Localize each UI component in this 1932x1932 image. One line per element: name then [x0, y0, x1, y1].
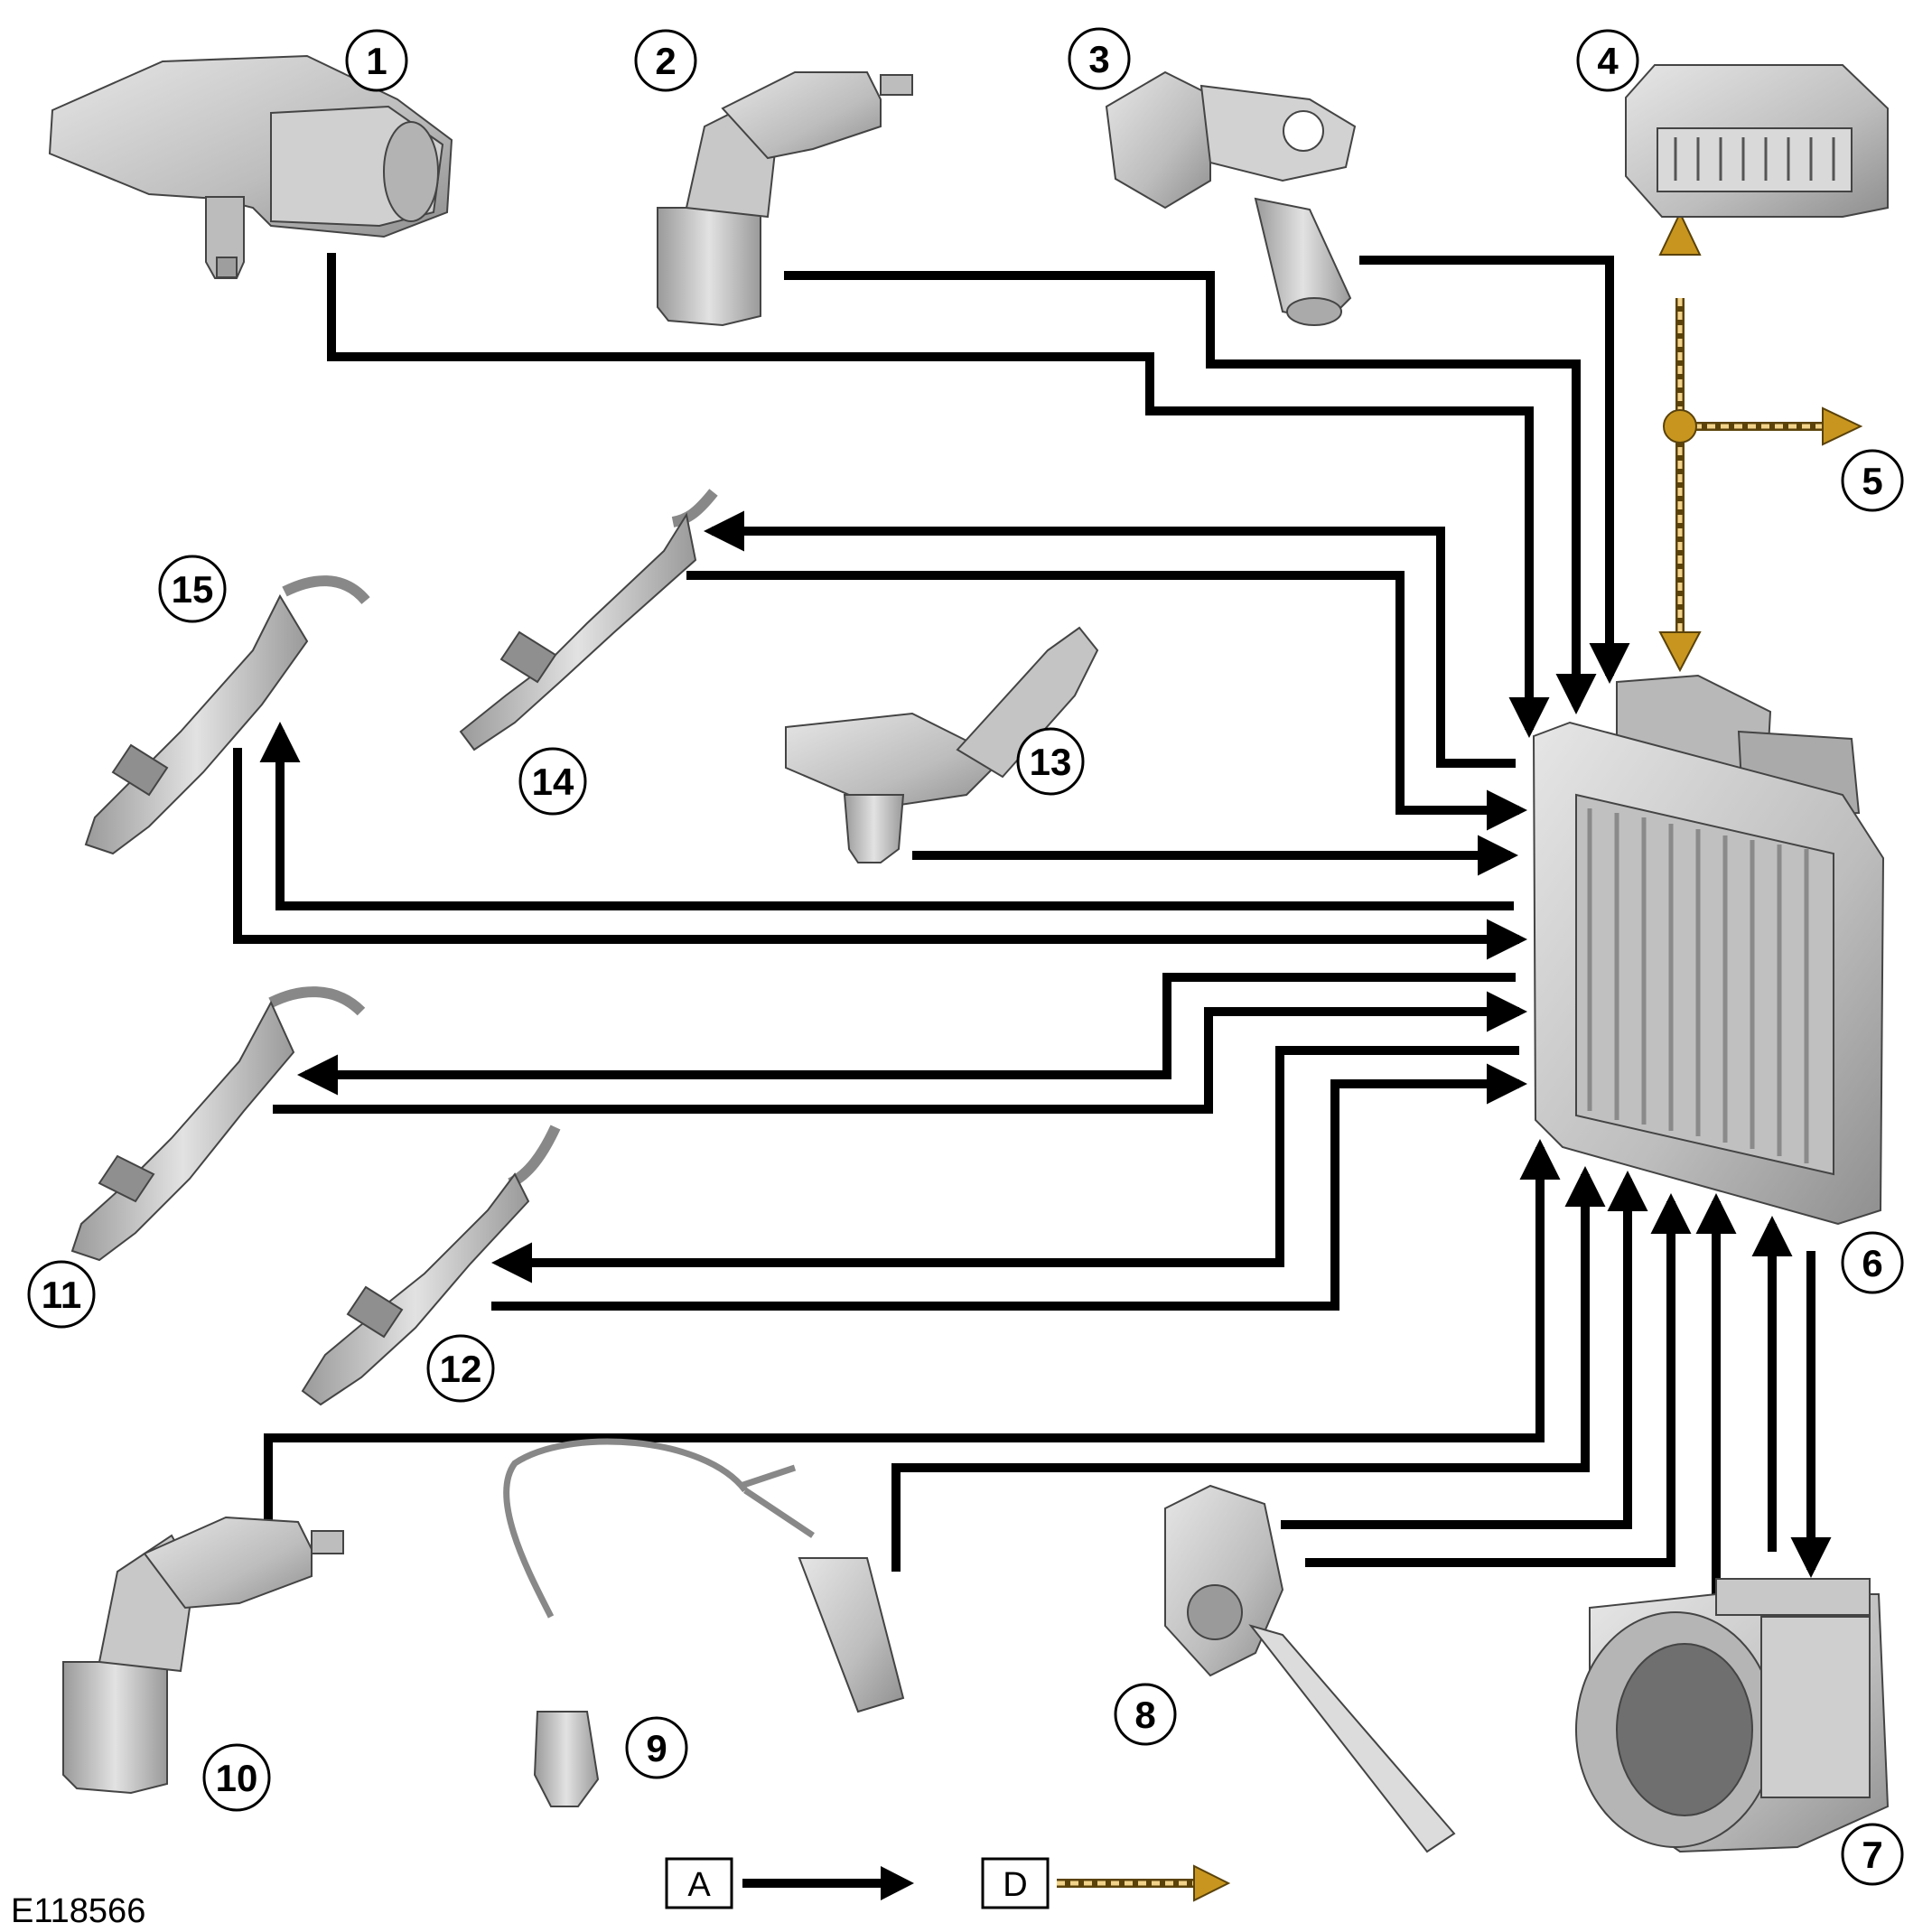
bus-junction [1663, 409, 1697, 443]
component-1-pressure-sensor [48, 54, 453, 279]
callout-2-label: 2 [655, 40, 676, 82]
data-bus [1658, 210, 1863, 673]
wire-ecm-to-12 [491, 1046, 1519, 1283]
callout-6-label: 6 [1862, 1242, 1882, 1284]
component-13-map-sensor [785, 626, 1099, 863]
component-12-oxygen-sensor [301, 1125, 561, 1406]
legend: A D [665, 1857, 1231, 1909]
wire-8b-to-ecm [1305, 1193, 1692, 1567]
wire-14-to-ecm [686, 571, 1527, 831]
callout-9-label: 9 [646, 1727, 667, 1769]
wire-9-to-ecm [891, 1166, 1606, 1572]
wire-10-to-ecm [264, 1139, 1561, 1530]
wire-15-to-ecm [233, 748, 1527, 960]
callout-15: 15 [158, 555, 227, 623]
component-8-accelerator-pedal [1164, 1484, 1456, 1853]
wire-3-to-ecm [1359, 256, 1630, 684]
legend-item-a: A [665, 1857, 914, 1909]
callout-1: 1 [345, 29, 408, 92]
callout-10-label: 10 [216, 1757, 258, 1799]
callout-13: 13 [1016, 727, 1085, 796]
component-7-throttle-body [1575, 1578, 1890, 1853]
callout-15-label: 15 [172, 568, 214, 611]
callout-8-label: 8 [1134, 1694, 1155, 1736]
wire-1-to-ecm [327, 253, 1550, 738]
component-11-oxygen-sensor [70, 986, 366, 1262]
callout-3-label: 3 [1088, 38, 1109, 80]
callout-4-label: 4 [1597, 40, 1619, 82]
callout-11: 11 [27, 1260, 96, 1329]
callout-1-label: 1 [366, 40, 387, 82]
component-14-oxygen-sensor [459, 489, 718, 751]
callout-13-label: 13 [1030, 741, 1072, 783]
callout-2: 2 [634, 29, 697, 92]
callout-5-label: 5 [1862, 460, 1882, 502]
component-6-engine-control-module [1532, 674, 1885, 1226]
callout-11-label: 11 [42, 1274, 81, 1316]
component-2-temperature-sensor [657, 71, 913, 327]
callout-3: 3 [1068, 27, 1131, 90]
callout-6: 6 [1841, 1231, 1904, 1294]
callout-10: 10 [202, 1743, 271, 1812]
component-3-crank-sensor [1105, 70, 1357, 326]
legend-item-d: D [981, 1857, 1231, 1909]
wire-ecm-to-15 [259, 722, 1514, 910]
bus-arrow-right-5 [1822, 406, 1863, 446]
callout-7: 7 [1841, 1823, 1904, 1886]
bus-arrow-up-4 [1658, 210, 1702, 256]
callout-7-label: 7 [1862, 1834, 1882, 1876]
component-15-oxygen-sensor [84, 575, 370, 855]
callout-9: 9 [625, 1716, 688, 1779]
wire-2-to-ecm [784, 271, 1597, 714]
callout-14-label: 14 [532, 761, 574, 803]
callout-12-label: 12 [440, 1348, 482, 1390]
callout-markers: 1 2 3 4 5 6 7 8 9 10 11 12 13 14 15 [27, 27, 1904, 1886]
component-10-temperature-sensor [62, 1516, 344, 1795]
component-9-sensor-harness [503, 1438, 905, 1807]
callout-12: 12 [426, 1334, 495, 1403]
component-4-diagnostic-connector [1625, 64, 1889, 218]
callout-4: 4 [1576, 29, 1639, 92]
wire-12-to-ecm [491, 1063, 1527, 1311]
wire-ecm-to-14 [704, 510, 1516, 768]
legend-key-a: A [687, 1866, 711, 1904]
callout-5: 5 [1841, 449, 1904, 512]
bus-arrow-down-6 [1658, 631, 1702, 673]
figure-reference-code: E118566 [11, 1892, 145, 1930]
signal-wires [233, 253, 1832, 1599]
callout-14: 14 [518, 747, 587, 816]
wire-8a-to-ecm [1281, 1171, 1648, 1529]
legend-key-d: D [1003, 1866, 1027, 1904]
wire-ecm-to-11 [297, 973, 1516, 1096]
callout-8: 8 [1114, 1683, 1177, 1746]
wire-11-to-ecm [273, 991, 1527, 1114]
